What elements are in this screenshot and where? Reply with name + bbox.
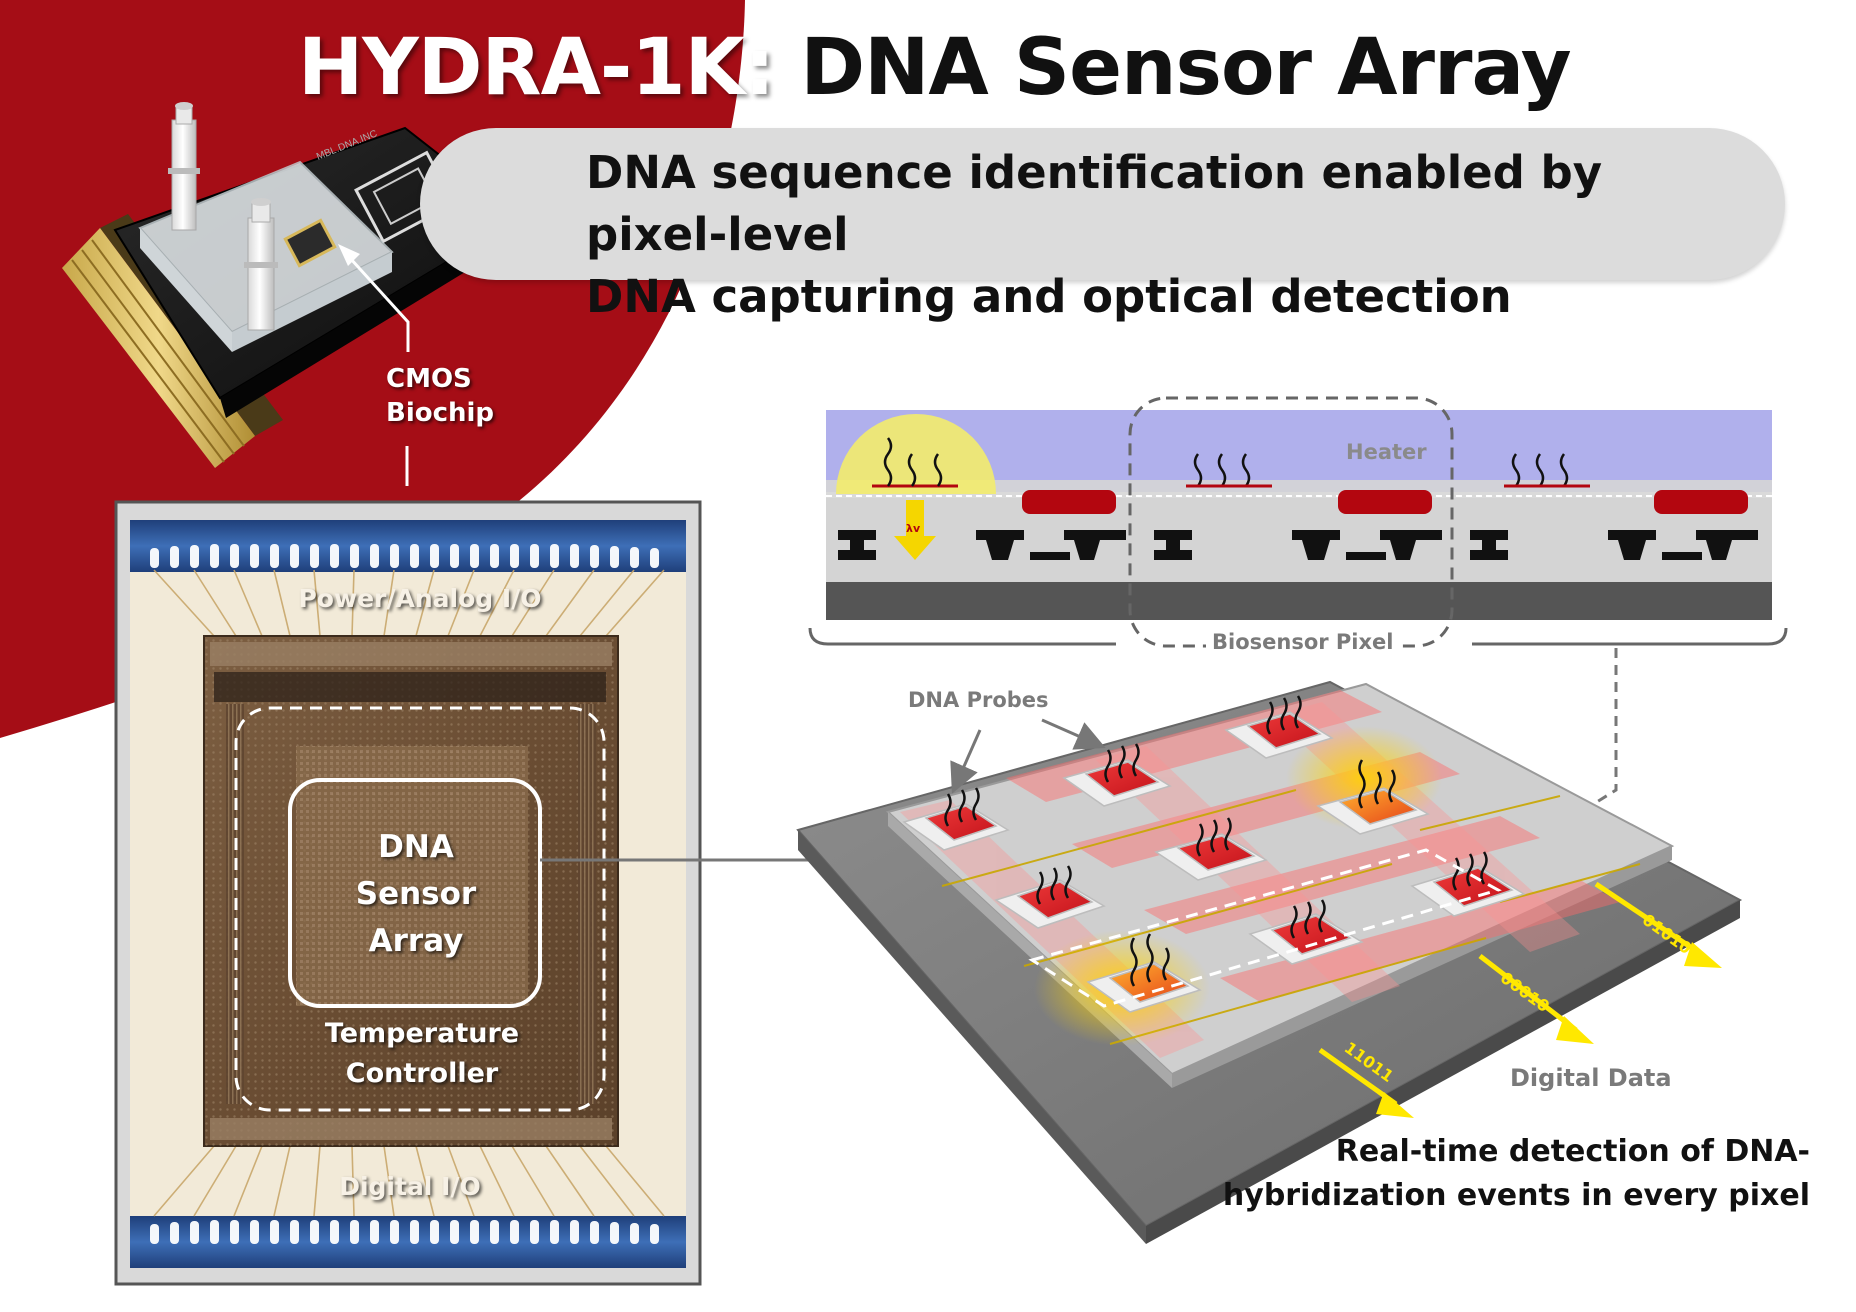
cmos-biochip-callout: CMOS Biochip: [386, 362, 494, 430]
dna-sensor-array-label: DNA Sensor Array: [316, 824, 516, 965]
digital-io-label: Digital I/O: [339, 1172, 481, 1201]
core-label-line-1: DNA: [378, 829, 454, 865]
page-title: HYDRA-1K: DNA Sensor Array: [298, 18, 1572, 118]
caption-line-2: hybridization events in every pixel: [1222, 1178, 1810, 1213]
callout-line-2: Biochip: [386, 398, 495, 428]
digital-data-label: Digital Data: [1510, 1064, 1672, 1092]
subtitle-line-2: DNA capturing and optical detection: [586, 270, 1512, 323]
pixel-array-3d: [796, 680, 1743, 1244]
title-highlight: HYDRA-1K:: [298, 23, 775, 113]
caption-line-1: Real-time detection of DNA-: [1335, 1134, 1810, 1169]
heater-label: Heater: [1346, 440, 1427, 464]
core-label-line-3: Array: [368, 923, 464, 959]
subtitle-banner: [420, 128, 1785, 280]
subtitle-text: DNA sequence identification enabled by p…: [586, 142, 1736, 328]
ring-label-line-1: Temperature: [324, 1018, 520, 1049]
title-main: DNA Sensor Array: [800, 23, 1571, 113]
biosensor-pixel-label: Biosensor Pixel: [1206, 630, 1400, 654]
core-label-line-2: Sensor: [355, 876, 477, 912]
callout-line-1: CMOS: [386, 364, 472, 394]
detection-caption: Real-time detection of DNA- hybridizatio…: [1180, 1130, 1810, 1218]
power-analog-io-label: Power/Analog I/O: [298, 584, 542, 613]
ring-label-line-2: Controller: [345, 1058, 499, 1089]
dna-probes-label: DNA Probes: [908, 688, 1049, 712]
temperature-controller-label: Temperature Controller: [292, 1014, 552, 1094]
cross-section-diagram: [808, 396, 1788, 852]
subtitle-line-1: DNA sequence identification enabled by p…: [586, 146, 1603, 261]
die-photo: [114, 500, 878, 1286]
photon-label: λv: [906, 522, 921, 535]
